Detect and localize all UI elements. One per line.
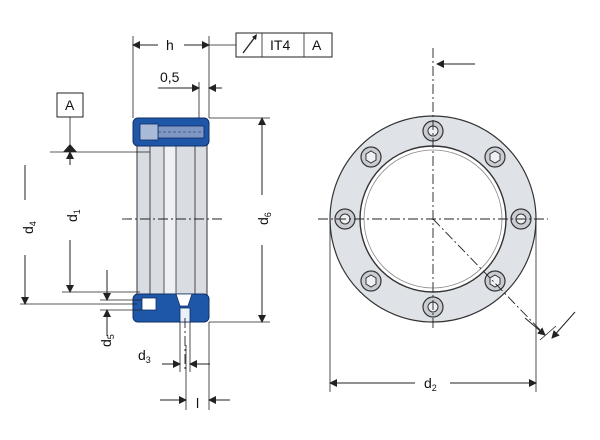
- tolerance-frame: IT4 A: [235, 32, 333, 58]
- dim-d4-label: d4: [20, 221, 38, 234]
- tolerance-datum: A: [312, 37, 322, 53]
- datum-box-label: A: [65, 97, 75, 113]
- center-groove: [163, 139, 177, 301]
- dim-d5-label: d5: [98, 334, 116, 347]
- dim-d1-label: d1: [64, 209, 82, 222]
- bolt-pattern: [334, 120, 532, 318]
- bolt: [360, 270, 382, 292]
- datum-triangle: [63, 144, 77, 152]
- side-view: h 0,5 A d1 d4 d5 d6: [20, 36, 273, 411]
- circular-runout-icon: [242, 34, 257, 54]
- bolt: [360, 146, 382, 168]
- bolt: [484, 270, 506, 292]
- dim-d3-label: d3: [138, 347, 151, 365]
- dim-d6-label: d6: [255, 212, 273, 225]
- dim-l-label: l: [196, 395, 199, 411]
- bolt: [484, 146, 506, 168]
- screw-head: [139, 123, 159, 141]
- front-view: d2: [318, 48, 576, 393]
- dim-h-label: h: [166, 37, 174, 53]
- datum-box: [56, 92, 84, 118]
- dim-d2-label: d2: [424, 375, 437, 393]
- tolerance-grade: IT4: [270, 37, 290, 53]
- dim-offset-label: 0,5: [160, 69, 180, 85]
